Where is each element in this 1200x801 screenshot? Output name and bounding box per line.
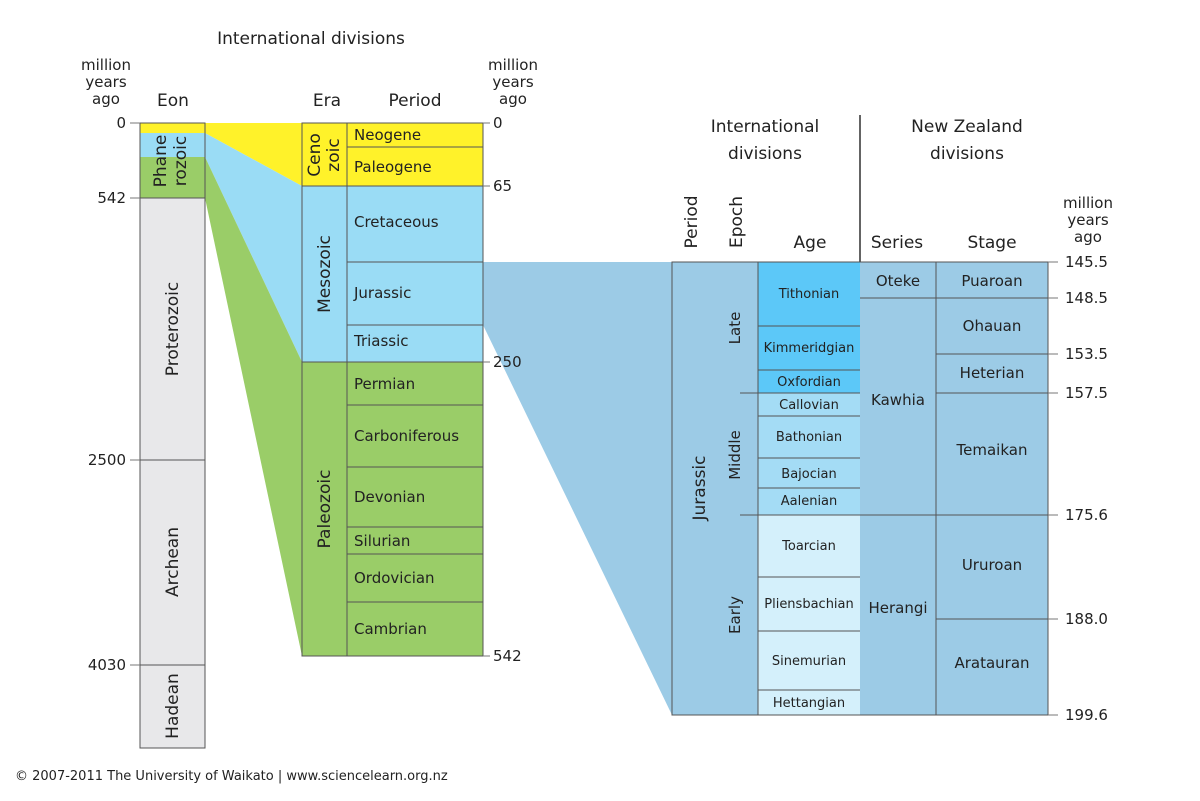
svg-text:years: years bbox=[1067, 211, 1108, 229]
period-label: Silurian bbox=[354, 532, 410, 550]
series-label: Herangi bbox=[868, 599, 927, 617]
svg-text:ago: ago bbox=[1074, 228, 1102, 246]
svg-text:4030: 4030 bbox=[88, 656, 126, 674]
svg-text:250: 250 bbox=[493, 353, 522, 371]
svg-text:188.0: 188.0 bbox=[1065, 610, 1108, 628]
stage-label: Aratauran bbox=[954, 654, 1029, 672]
svg-text:157.5: 157.5 bbox=[1065, 384, 1108, 402]
svg-text:Series: Series bbox=[871, 233, 923, 253]
period-label: Carboniferous bbox=[354, 427, 459, 445]
svg-text:2500: 2500 bbox=[88, 451, 126, 469]
epoch-early: Early bbox=[726, 596, 744, 634]
svg-text:Age: Age bbox=[794, 233, 827, 253]
svg-text:153.5: 153.5 bbox=[1065, 345, 1108, 363]
era-period-column: Ceno zoic Mesozoic Paleozoic Neogene Pal… bbox=[301, 122, 484, 657]
period-label: Cretaceous bbox=[354, 213, 439, 231]
svg-text:divisions: divisions bbox=[930, 144, 1004, 164]
age-label: Bajocian bbox=[781, 467, 836, 482]
svg-text:New Zealand: New Zealand bbox=[911, 117, 1023, 137]
period-label: Permian bbox=[354, 375, 415, 393]
svg-text:ago: ago bbox=[499, 90, 527, 108]
detail-period-jurassic: Jurassic bbox=[690, 456, 710, 522]
footer-copyright: © 2007-2011 The University of Waikato | … bbox=[15, 769, 448, 784]
stage-label: Ururoan bbox=[962, 556, 1022, 574]
era-header: Era bbox=[313, 91, 341, 111]
eon-hadean: Hadean bbox=[163, 673, 183, 739]
svg-text:million: million bbox=[81, 56, 131, 74]
period-ticks: 0 65 250 542 bbox=[483, 114, 522, 665]
svg-text:Period: Period bbox=[682, 195, 702, 248]
era-paleozoic: Paleozoic bbox=[315, 470, 335, 549]
svg-text:million: million bbox=[488, 56, 538, 74]
stage-label: Puaroan bbox=[961, 272, 1022, 290]
title: International divisions bbox=[217, 29, 405, 49]
stage-label: Heterian bbox=[960, 364, 1025, 382]
svg-text:million: million bbox=[1063, 194, 1113, 212]
cenozoic-connector bbox=[205, 123, 302, 186]
age-label: Tithonian bbox=[778, 287, 840, 302]
svg-text:Stage: Stage bbox=[967, 233, 1016, 253]
eon-phanerozoic-2: rozoic bbox=[171, 136, 191, 186]
detail-ticks: 145.5 148.5 153.5 157.5 175.6 188.0 199.… bbox=[1048, 253, 1108, 724]
eon-column: Phane rozoic Proterozoic Archean Hadean bbox=[139, 122, 206, 749]
age-label: Sinemurian bbox=[772, 654, 846, 669]
svg-text:199.6: 199.6 bbox=[1065, 706, 1108, 724]
age-label: Toarcian bbox=[781, 539, 836, 554]
era-cenozoic-2: zoic bbox=[324, 138, 344, 171]
era-mesozoic: Mesozoic bbox=[315, 235, 335, 313]
age-label: Hettangian bbox=[773, 696, 845, 711]
svg-text:0: 0 bbox=[493, 114, 503, 132]
age-label: Kimmeridgian bbox=[764, 341, 855, 356]
svg-text:148.5: 148.5 bbox=[1065, 289, 1108, 307]
paleozoic-connector bbox=[205, 157, 302, 656]
series-label: Kawhia bbox=[871, 391, 925, 409]
mesozoic-connector bbox=[205, 133, 302, 362]
eon-phanerozoic-1: Phane bbox=[151, 135, 171, 188]
period-label: Cambrian bbox=[354, 620, 427, 638]
period-label: Jurassic bbox=[353, 284, 411, 302]
age-label: Callovian bbox=[779, 398, 839, 413]
eon-archean: Archean bbox=[163, 527, 183, 597]
jurassic-connector bbox=[483, 262, 672, 715]
age-label: Pliensbachian bbox=[764, 597, 854, 612]
period-label: Triassic bbox=[353, 332, 409, 350]
svg-text:145.5: 145.5 bbox=[1065, 253, 1108, 271]
svg-text:years: years bbox=[85, 73, 126, 91]
series-label: Oteke bbox=[876, 272, 920, 290]
svg-text:International: International bbox=[711, 117, 820, 137]
mya-label-middle: million years ago bbox=[488, 56, 538, 108]
svg-text:542: 542 bbox=[97, 189, 126, 207]
period-label: Devonian bbox=[354, 488, 425, 506]
svg-text:175.6: 175.6 bbox=[1065, 506, 1108, 524]
mya-label-left: million years ago bbox=[81, 56, 131, 108]
eon-proterozoic: Proterozoic bbox=[163, 282, 183, 377]
svg-text:divisions: divisions bbox=[728, 144, 802, 164]
age-label: Oxfordian bbox=[777, 375, 841, 390]
period-label: Ordovician bbox=[354, 569, 435, 587]
period-label: Neogene bbox=[354, 126, 421, 144]
eon-header: Eon bbox=[157, 91, 189, 111]
svg-text:years: years bbox=[492, 73, 533, 91]
period-label: Paleogene bbox=[354, 158, 432, 176]
epoch-late: Late bbox=[726, 312, 744, 345]
eon-ticks: 0 542 2500 4030 bbox=[88, 114, 140, 674]
stage-label: Ohauan bbox=[963, 317, 1022, 335]
age-label: Aalenian bbox=[781, 494, 838, 509]
age-label: Bathonian bbox=[776, 430, 842, 445]
period-header: Period bbox=[388, 91, 441, 111]
epoch-middle: Middle bbox=[726, 430, 744, 480]
svg-text:ago: ago bbox=[92, 90, 120, 108]
era-cenozoic-1: Ceno bbox=[305, 133, 325, 177]
stage-label: Temaikan bbox=[956, 441, 1028, 459]
svg-text:Epoch: Epoch bbox=[727, 196, 747, 248]
svg-text:0: 0 bbox=[116, 114, 126, 132]
svg-text:542: 542 bbox=[493, 647, 522, 665]
svg-text:65: 65 bbox=[493, 177, 512, 195]
jurassic-detail-table: Jurassic Late Middle Early Tithonian Kim… bbox=[671, 261, 1049, 716]
